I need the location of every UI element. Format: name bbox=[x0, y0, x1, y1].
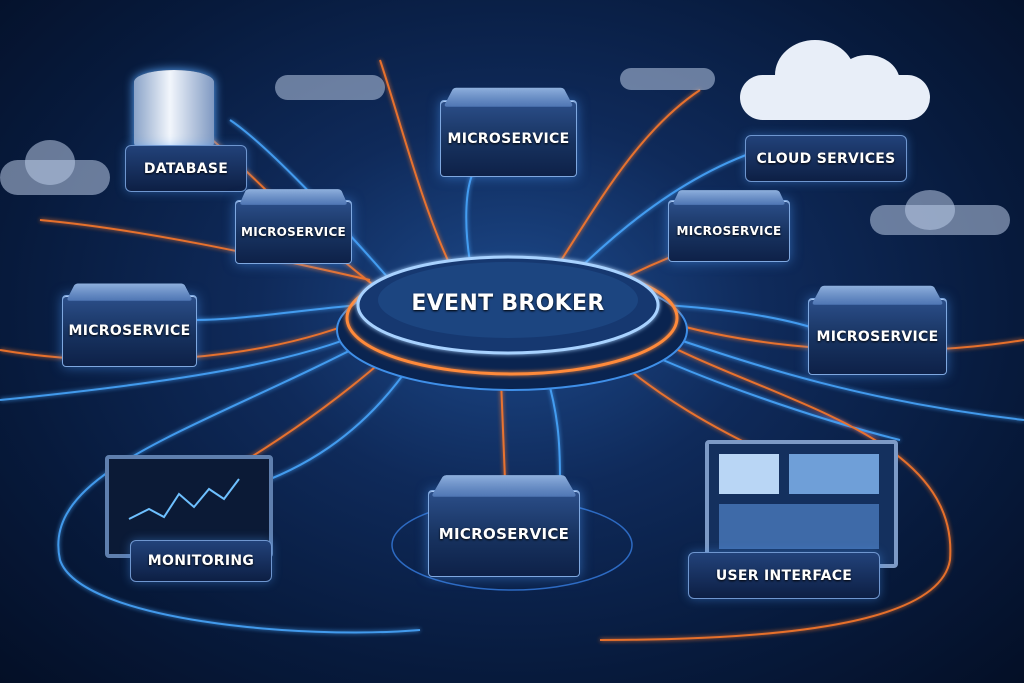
user-interface-label: USER INTERFACE bbox=[715, 567, 853, 584]
database-label: DATABASE bbox=[143, 160, 229, 177]
microservice-left-upper[interactable]: MICROSERVICE bbox=[235, 189, 352, 264]
cloud-services-node[interactable]: CLOUD SERVICES bbox=[735, 30, 935, 185]
microservice-label: MICROSERVICE bbox=[816, 328, 939, 345]
dashboard-screen-icon bbox=[705, 440, 898, 568]
database-node[interactable]: DATABASE bbox=[120, 70, 250, 195]
microservice-label: MICROSERVICE bbox=[447, 130, 570, 147]
microservice-left[interactable]: MICROSERVICE bbox=[62, 283, 197, 367]
microservice-label: MICROSERVICE bbox=[676, 224, 782, 238]
user-interface-node[interactable]: USER INTERFACE bbox=[680, 440, 898, 600]
microservice-right[interactable]: MICROSERVICE bbox=[808, 285, 947, 375]
microservice-top[interactable]: MICROSERVICE bbox=[440, 87, 577, 177]
microservice-label: MICROSERVICE bbox=[438, 524, 570, 543]
microservice-right-upper[interactable]: MICROSERVICE bbox=[668, 189, 790, 262]
microservice-bottom[interactable]: MICROSERVICE bbox=[428, 475, 580, 577]
database-icon bbox=[134, 70, 214, 155]
microservice-label: MICROSERVICE bbox=[240, 225, 347, 239]
microservice-label: MICROSERVICE bbox=[68, 323, 191, 339]
event-broker[interactable]: EVENT BROKER bbox=[380, 275, 636, 331]
event-broker-label: EVENT BROKER bbox=[411, 290, 605, 316]
monitoring-node[interactable]: MONITORING bbox=[100, 455, 275, 585]
cloud-services-label: CLOUD SERVICES bbox=[756, 150, 896, 167]
monitoring-label: MONITORING bbox=[147, 553, 255, 569]
